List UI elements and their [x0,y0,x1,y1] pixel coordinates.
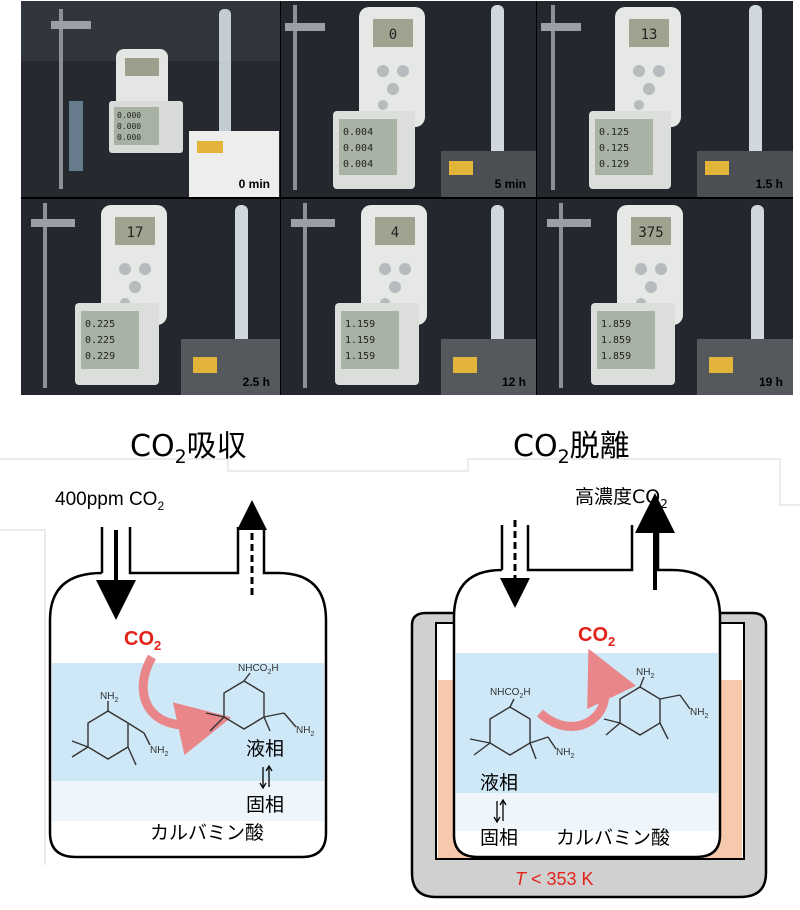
desorption-title: CO2脱離 [513,429,630,468]
svg-text:0.225: 0.225 [85,335,115,346]
photo-0min: 0.000 0.000 0.000 0 min [21,1,280,197]
svg-text:1.159: 1.159 [345,319,375,330]
svg-text:0.229: 0.229 [85,351,115,362]
svg-text:1.859: 1.859 [601,319,631,330]
photo-scene: 4 1.159 1.159 1.159 [281,199,536,395]
svg-text:1.859: 1.859 [601,335,631,346]
absorption-fog [52,781,324,821]
desorption-reaction-arrow [536,648,636,731]
desorption-carbamic-molecule [469,698,557,760]
time-label: 0 min [238,177,270,191]
svg-text:0.004: 0.004 [343,127,373,138]
background-frame [0,458,800,865]
desorption-fog [456,793,718,831]
photo-scene: 0.000 0.000 0.000 [21,1,280,197]
svg-text:0.000: 0.000 [117,111,141,120]
svg-text:0.225: 0.225 [85,319,115,330]
svg-text:0: 0 [389,27,397,43]
time-label: 2.5 h [242,375,270,389]
time-label: 1.5 h [755,177,783,191]
photo-5min: 0 0.004 0.004 0.004 5 min [281,1,536,197]
desorption-carbamic-label: カルバミン酸 [556,827,670,849]
svg-text:0.000: 0.000 [117,133,141,142]
svg-text:0.125: 0.125 [599,127,629,138]
svg-text:0.129: 0.129 [599,159,629,170]
svg-text:0.000: 0.000 [117,122,141,131]
carbamic-nh2: NH2 [296,725,314,738]
photo-grid: 0.000 0.000 0.000 0 min 0 0.004 0.004 0.… [21,1,793,395]
desorption-solid-label: 固相 [480,827,518,849]
time-label: 19 h [758,375,783,389]
absorption-inlet-label: 400ppm CO2 [55,489,164,513]
time-label: 5 min [494,177,526,191]
desorption-phase-arrows [493,798,507,824]
absorption-co2-label: CO2 [124,628,161,653]
photo-1.5h: 13 0.125 0.125 0.129 1.5 h [537,1,793,197]
svg-text:13: 13 [641,27,658,43]
svg-text:1.859: 1.859 [601,351,631,362]
carbamic-acid-molecule [205,672,297,732]
absorption-carbamic-label: カルバミン酸 [150,822,264,844]
desorption-co2-label: CO2 [578,624,615,649]
svg-text:375: 375 [638,225,663,241]
amine-nh2-top: NH2 [100,691,118,704]
svg-text:1.159: 1.159 [345,351,375,362]
svg-text:0.004: 0.004 [343,143,373,154]
phase-exchange-arrows [259,764,273,790]
carbamic-nhco2h: NHCO2H [238,663,279,676]
photo-19h: 375 1.859 1.859 1.859 19 h [537,199,793,395]
amine-nh2-side: NH2 [150,745,168,758]
absorption-solid-label: 固相 [246,794,284,816]
photo-12h: 4 1.159 1.159 1.159 12 h [281,199,536,395]
desorption-amine-molecule [603,676,691,740]
absorption-title: CO2吸収 [130,429,247,468]
absorption-vessel [48,527,328,859]
desorption-liquid-label: 液相 [480,772,518,794]
desorption-nh2-left: NH2 [556,747,574,760]
amine-molecule [71,701,151,766]
photo-scene: 13 0.125 0.125 0.129 [537,1,793,197]
svg-text:4: 4 [391,225,399,241]
photo-scene: 0 0.004 0.004 0.004 [281,1,536,197]
svg-text:1.159: 1.159 [345,335,375,346]
svg-text:17: 17 [127,225,144,241]
time-label: 12 h [501,375,526,389]
photo-2.5h: 17 0.225 0.225 0.229 2.5 h [21,199,280,395]
desorption-nhco2h: NHCO2H [490,687,531,700]
desorption-outlet-label: 高濃度CO2 [575,486,668,511]
temperature-label: T < 353 K [515,869,594,889]
co2-process-diagram: CO2吸収 400ppm CO2 CO2 NH2 NH2 NHCO2H NH2 … [0,429,800,899]
svg-text:0.125: 0.125 [599,143,629,154]
desorption-nh2-side: NH2 [690,707,708,720]
photo-scene: 375 1.859 1.859 1.859 [537,199,793,395]
svg-text:0.004: 0.004 [343,159,373,170]
absorption-reaction-arrow [138,654,232,756]
desorption-nh2-top: NH2 [636,667,654,680]
absorption-liquid-label: 液相 [246,738,284,760]
photo-scene: 17 0.225 0.225 0.229 [21,199,280,395]
